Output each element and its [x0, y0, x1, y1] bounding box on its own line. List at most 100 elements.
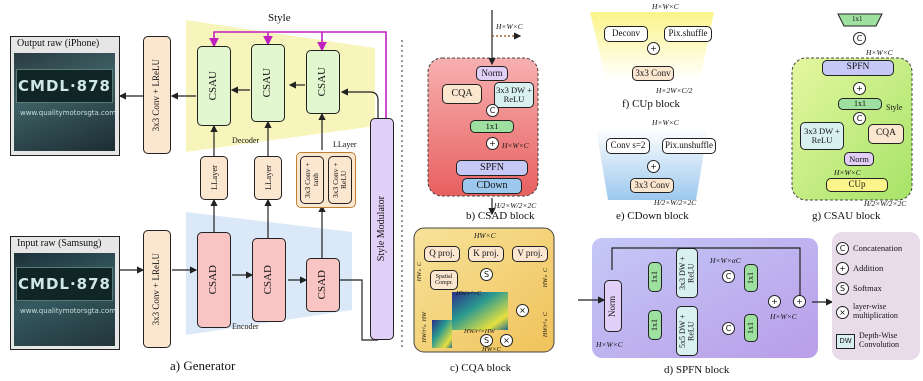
spfn-dim-hw: H×W×αC — [710, 256, 741, 265]
cqa-right-dim1: HW×C — [543, 268, 549, 288]
csad-concat: C — [486, 104, 499, 117]
cup-conv: 3x3 Conv — [632, 66, 674, 81]
legend-concat-icon: C — [836, 241, 849, 255]
legend-add-label: Addition — [853, 263, 884, 273]
csau-dim-mid: H×W×C — [834, 168, 861, 177]
csau-caption: g) CSAU block — [812, 210, 881, 222]
cdown-in-dim: H×W×C — [652, 118, 679, 127]
csad-norm: Norm — [476, 66, 508, 81]
spfn-dw5-label: 5x5 DW + ReLU — [677, 314, 695, 348]
spfn-conv-d-label: 1x1 — [745, 322, 755, 334]
cup-add: + — [647, 42, 660, 55]
spfn-panel — [592, 238, 818, 358]
spfn-conv-a-label: 1x1 — [649, 271, 659, 283]
llayer-label-2: LLayer — [262, 165, 273, 191]
input-label: Input raw (Samsung) — [17, 238, 102, 249]
output-image: CMDL·878 www.qualitymotorsgta.com — [14, 53, 117, 151]
input-image: CMDL·878 www.qualitymotorsgta.com — [14, 253, 117, 346]
spfn-dw3-label: 3x3 DW + ReLU — [677, 256, 695, 290]
spfn-caption: d) SPFN block — [664, 364, 730, 376]
legend-concat-label: Concatenation — [853, 243, 903, 253]
cup-in-dim: H×W×C — [652, 2, 679, 11]
cqa-caption: c) CQA block — [450, 362, 512, 374]
spfn-conv-c-label: 1x1 — [745, 272, 755, 284]
spfn-concat-1: C — [722, 270, 735, 283]
legend-item: DW Depth-Wise Convolution — [836, 326, 920, 356]
cqa-left-dim2: HW/r²×HW — [422, 312, 428, 343]
llayer-block-2: LLayer — [254, 156, 282, 200]
spfn-add-2: + — [793, 295, 806, 308]
cdown-caption: e) CDown block — [616, 210, 689, 222]
decoder-label: Decoder — [232, 136, 260, 145]
csad-conv1: 1x1 — [470, 120, 514, 133]
cqa-softmax-2: S — [480, 334, 493, 347]
encoder-label: Encoder — [232, 322, 259, 331]
legend-item: C Concatenation — [836, 238, 920, 258]
conv-out-label: 3x3 Conv + LReLU — [151, 58, 162, 132]
generator-caption: a) Generator — [170, 358, 236, 373]
csau-conv1: 1x1 — [838, 98, 882, 110]
legend-item: × layer-wise multiplication — [836, 298, 920, 326]
legend-item: S Softmax — [836, 278, 920, 298]
csad-block-2: CSAD — [252, 238, 286, 322]
cdown-add: + — [647, 160, 660, 173]
csau-label-1: CSAU — [207, 71, 220, 101]
csad-mid-dim: H×W×C — [502, 141, 529, 150]
spfn-norm-label: Norm — [607, 295, 618, 317]
legend-mult-icon: × — [836, 305, 849, 319]
spfn-in-dim: H×W×C — [596, 340, 623, 349]
csau-style-label: Style — [886, 103, 903, 112]
attention-map-small — [432, 320, 452, 348]
csad-label-2: CSAD — [262, 265, 275, 295]
csad-cdown: CDown — [462, 178, 522, 194]
csau-label-3: CSAU — [316, 67, 329, 97]
csau-panel — [791, 57, 913, 201]
spfn-conv-a: 1x1 — [648, 262, 662, 292]
conv-tanh-block: 3x3 Conv + tanh — [300, 156, 324, 204]
legend-add-icon: + — [836, 261, 849, 275]
spfn-add-1: + — [768, 295, 781, 308]
style-label: Style — [268, 12, 291, 24]
csad-spfn: SPFN — [456, 160, 528, 176]
llayer-block-1: LLayer — [200, 156, 228, 200]
cqa-top-dim: HW×C — [474, 231, 496, 240]
cdown-conv: Conv s=2 — [606, 138, 650, 154]
conv-relu-block: 3x3 Conv + ReLU — [328, 156, 352, 204]
legend-dw-icon: DW — [836, 333, 855, 349]
style-modulator-block: Style Modulator — [370, 118, 394, 340]
cqa-right-dim2: HW/r²×C — [543, 312, 549, 338]
cqa-softmax-1: S — [480, 268, 493, 281]
csad-in-dim: H×W×C — [496, 22, 523, 31]
cqa-left-dim1: HW×C — [417, 262, 423, 282]
llayer-label-1: LLayer — [208, 165, 219, 191]
csad-caption: b) CSAD block — [466, 210, 535, 222]
output-plate-url: www.qualitymotorsgta.com — [20, 109, 117, 117]
cup-pix: Pix.shuffle — [664, 26, 712, 42]
cqa-k: K proj. — [468, 246, 504, 262]
spfn-concat-2: C — [722, 322, 735, 335]
csad-label-1: CSAD — [207, 265, 220, 295]
spfn-dw5: 5x5 DW + ReLU — [676, 306, 698, 356]
cdown-out-dim: H/2×W/2×2C — [654, 198, 697, 207]
legend-softmax-label: Softmax — [853, 283, 882, 293]
cup-out-dim: H×2W×C/2 — [656, 86, 693, 95]
input-plate-url: www.qualitymotorsgta.com — [20, 307, 117, 315]
cup-deconv: Deconv — [604, 26, 648, 42]
csau-cup: CUp — [826, 178, 888, 192]
spfn-conv-b-label: 1x1 — [649, 319, 659, 331]
legend-dw-label: Depth-Wise Convolution — [859, 331, 900, 349]
conv-out-block: 3x3 Conv + LReLU — [143, 36, 171, 154]
spfn-out-dim: H×W×C — [770, 312, 797, 321]
conv-in-block: 3x3 Conv + LReLU — [143, 230, 171, 348]
cqa-spatial: Spatial Compr. — [430, 270, 458, 290]
csau-block-2: CSAU — [251, 44, 285, 122]
conv-tanh-label: 3x3 Conv + tanh — [303, 162, 320, 198]
cqa-bot-dim: HW×C — [482, 346, 501, 353]
spfn-conv-b: 1x1 — [648, 310, 662, 340]
cqa-mult-1: × — [516, 304, 529, 317]
csad-cqa: CQA — [442, 84, 482, 104]
csau-spfn: SPFN — [822, 60, 894, 76]
cqa-mult-2: × — [500, 334, 513, 347]
conv-relu-label: 3x3 Conv + ReLU — [331, 162, 348, 198]
csau-block-3: CSAU — [306, 50, 340, 114]
